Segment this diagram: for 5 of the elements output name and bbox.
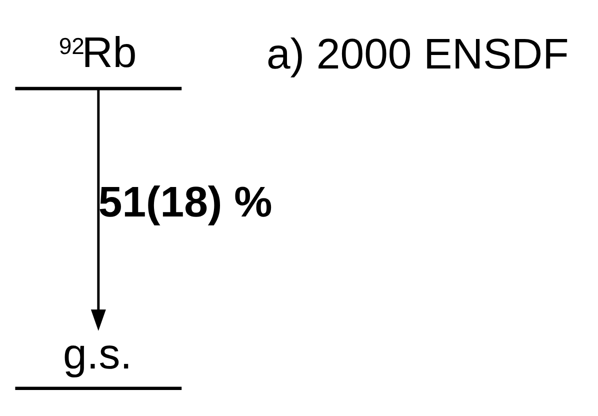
label: a) 2000 ENSDF — [266, 30, 569, 78]
node-text: g.s. — [62, 330, 132, 378]
node-text: $^{92}$Rb — [58, 28, 137, 77]
arrow — [90, 88, 106, 331]
edge-label: 51(18) % — [98, 178, 272, 227]
